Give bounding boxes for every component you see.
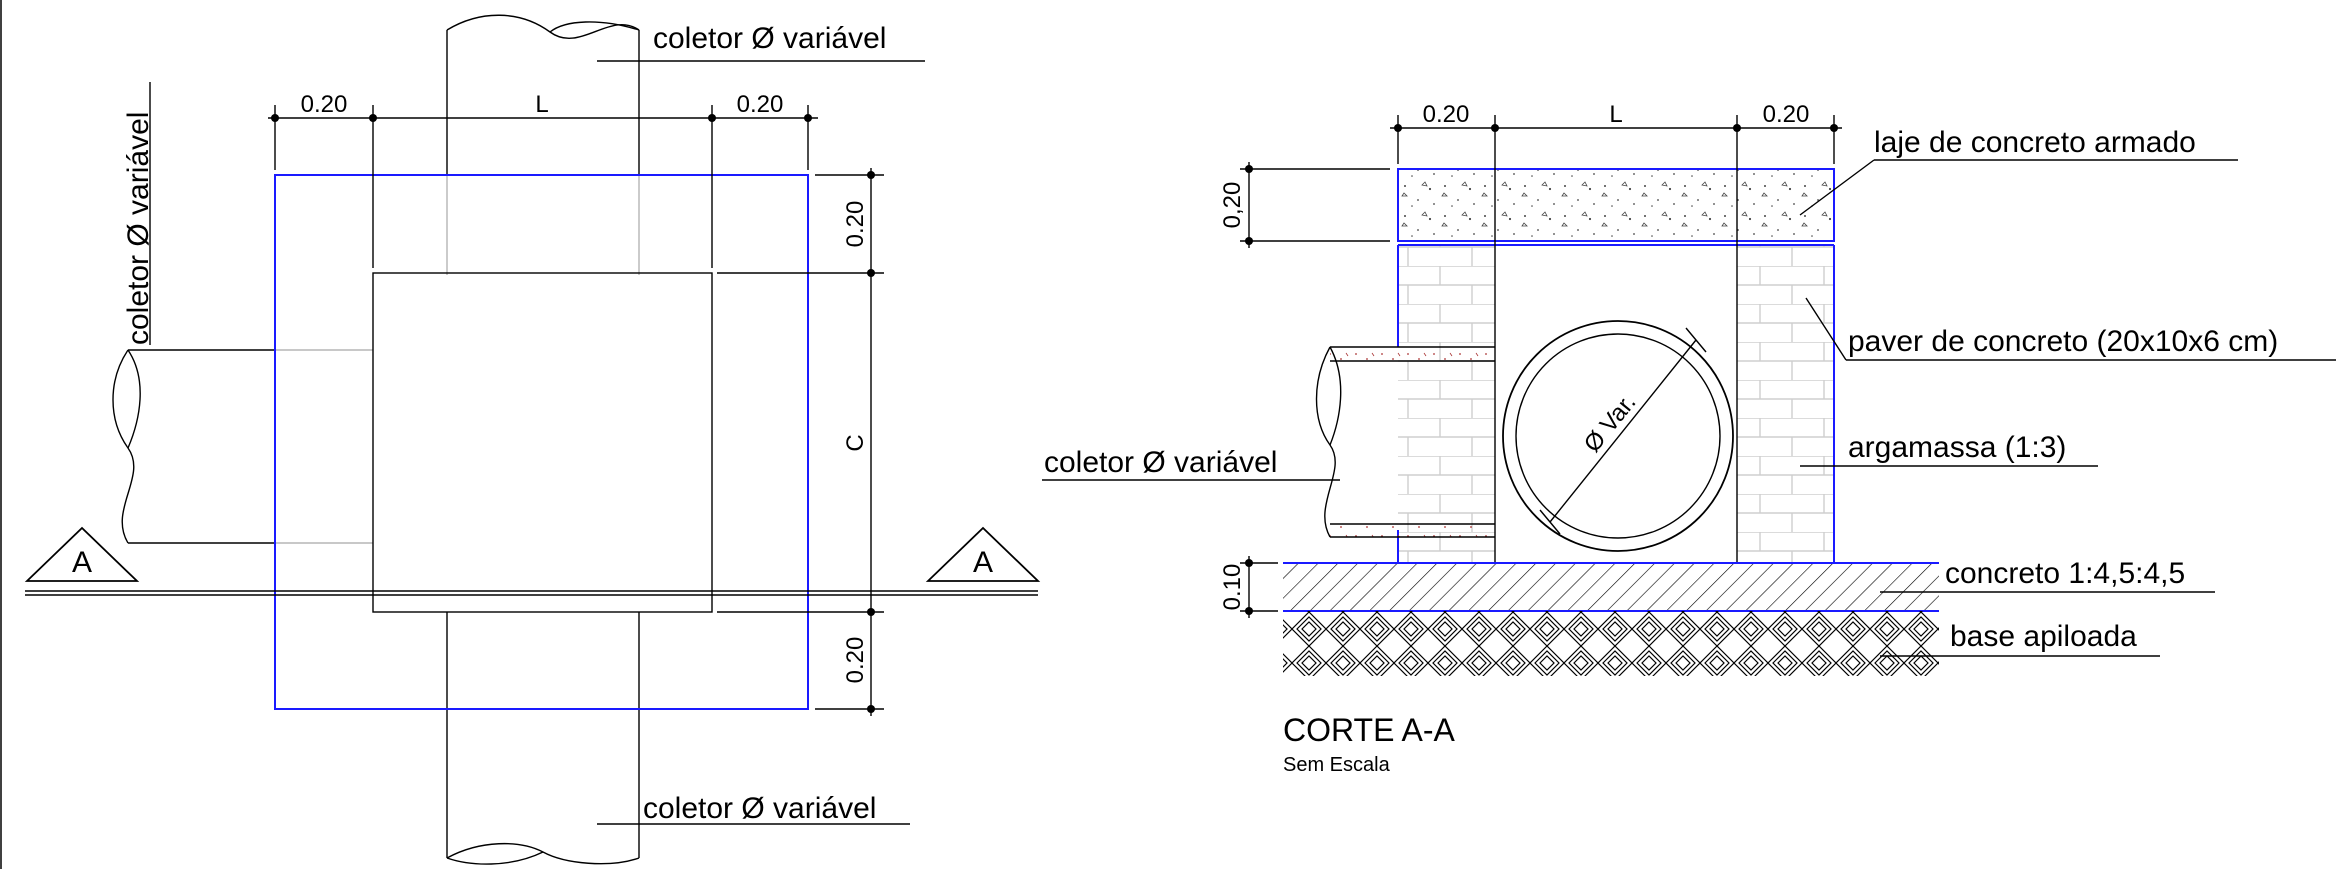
section-marker-right: A <box>925 526 1041 582</box>
svg-text:A: A <box>72 546 92 579</box>
section-subtitle: Sem Escala <box>1283 754 1391 776</box>
outer-box-outline <box>274 174 809 710</box>
svg-text:laje de concreto armado: laje de concreto armado <box>1874 126 2196 159</box>
svg-text:base apiloada: base apiloada <box>1950 620 2137 653</box>
paver-wall-left <box>1398 245 1495 563</box>
svg-text:L: L <box>535 91 548 118</box>
section-dimension-horizontal: 0.20 L 0.20 <box>1390 101 1842 245</box>
slab-thickness-dimension: 0,20 <box>1219 162 1390 248</box>
label-slab: laje de concreto armado <box>1799 126 2238 216</box>
top-collector-pipe <box>446 14 640 275</box>
section-view: Ø Var. 0.20 L 0.20 <box>1042 101 2336 776</box>
label-left-collector: coletor Ø variável <box>122 82 155 345</box>
inner-chamber <box>372 272 713 613</box>
label-concrete: concreto 1:4,5:4,5 <box>1880 557 2215 593</box>
svg-text:coletor Ø variável: coletor Ø variável <box>643 792 876 825</box>
concrete-slab <box>1397 168 1835 242</box>
label-paver: paver de concreto (20x10x6 cm) <box>1805 297 2336 361</box>
label-bottom-collector: coletor Ø variável <box>597 792 910 825</box>
svg-text:C: C <box>842 434 869 451</box>
outlet-pipe: Ø Var. <box>1502 320 1734 552</box>
section-collector-pipe <box>1315 346 1495 538</box>
svg-text:0.10: 0.10 <box>1219 564 1246 611</box>
left-collector-pipe <box>112 349 373 544</box>
concrete-base <box>1283 563 1939 611</box>
paver-wall-right <box>1737 245 1834 563</box>
plan-dimension-vertical: 0.20 C 0.20 <box>717 168 884 716</box>
label-base: base apiloada <box>1880 620 2160 657</box>
svg-text:concreto 1:4,5:4,5: concreto 1:4,5:4,5 <box>1945 557 2185 590</box>
svg-text:0.20: 0.20 <box>842 201 869 248</box>
base-thickness-dimension: 0.10 <box>1219 556 1278 618</box>
plan-dimension-horizontal: 0.20 L 0.20 <box>268 91 818 268</box>
compacted-base <box>1283 611 1939 676</box>
svg-text:0,20: 0,20 <box>1219 182 1246 229</box>
svg-text:0.20: 0.20 <box>842 637 869 684</box>
svg-text:A: A <box>973 546 993 579</box>
plan-view: A A 0.20 L 0.20 <box>0 0 1041 869</box>
section-title: CORTE A-A <box>1283 712 1456 748</box>
section-marker-left: A <box>24 526 140 582</box>
svg-text:coletor Ø variável: coletor Ø variável <box>122 112 155 345</box>
svg-text:0.20: 0.20 <box>1763 101 1810 128</box>
label-top-collector: coletor Ø variável <box>597 22 925 62</box>
svg-text:L: L <box>1609 101 1622 128</box>
svg-text:0.20: 0.20 <box>1423 101 1470 128</box>
svg-text:paver de concreto (20x10x6 cm): paver de concreto (20x10x6 cm) <box>1848 325 2278 358</box>
svg-text:coletor Ø variável: coletor Ø variável <box>653 22 886 55</box>
svg-text:0.20: 0.20 <box>737 91 784 118</box>
svg-text:coletor Ø variável: coletor Ø variável <box>1044 446 1277 479</box>
svg-text:0.20: 0.20 <box>301 91 348 118</box>
svg-text:argamassa (1:3): argamassa (1:3) <box>1848 431 2066 464</box>
label-section-collector: coletor Ø variável <box>1042 446 1340 481</box>
label-mortar: argamassa (1:3) <box>1800 431 2098 467</box>
bottom-collector-pipe <box>446 612 640 865</box>
